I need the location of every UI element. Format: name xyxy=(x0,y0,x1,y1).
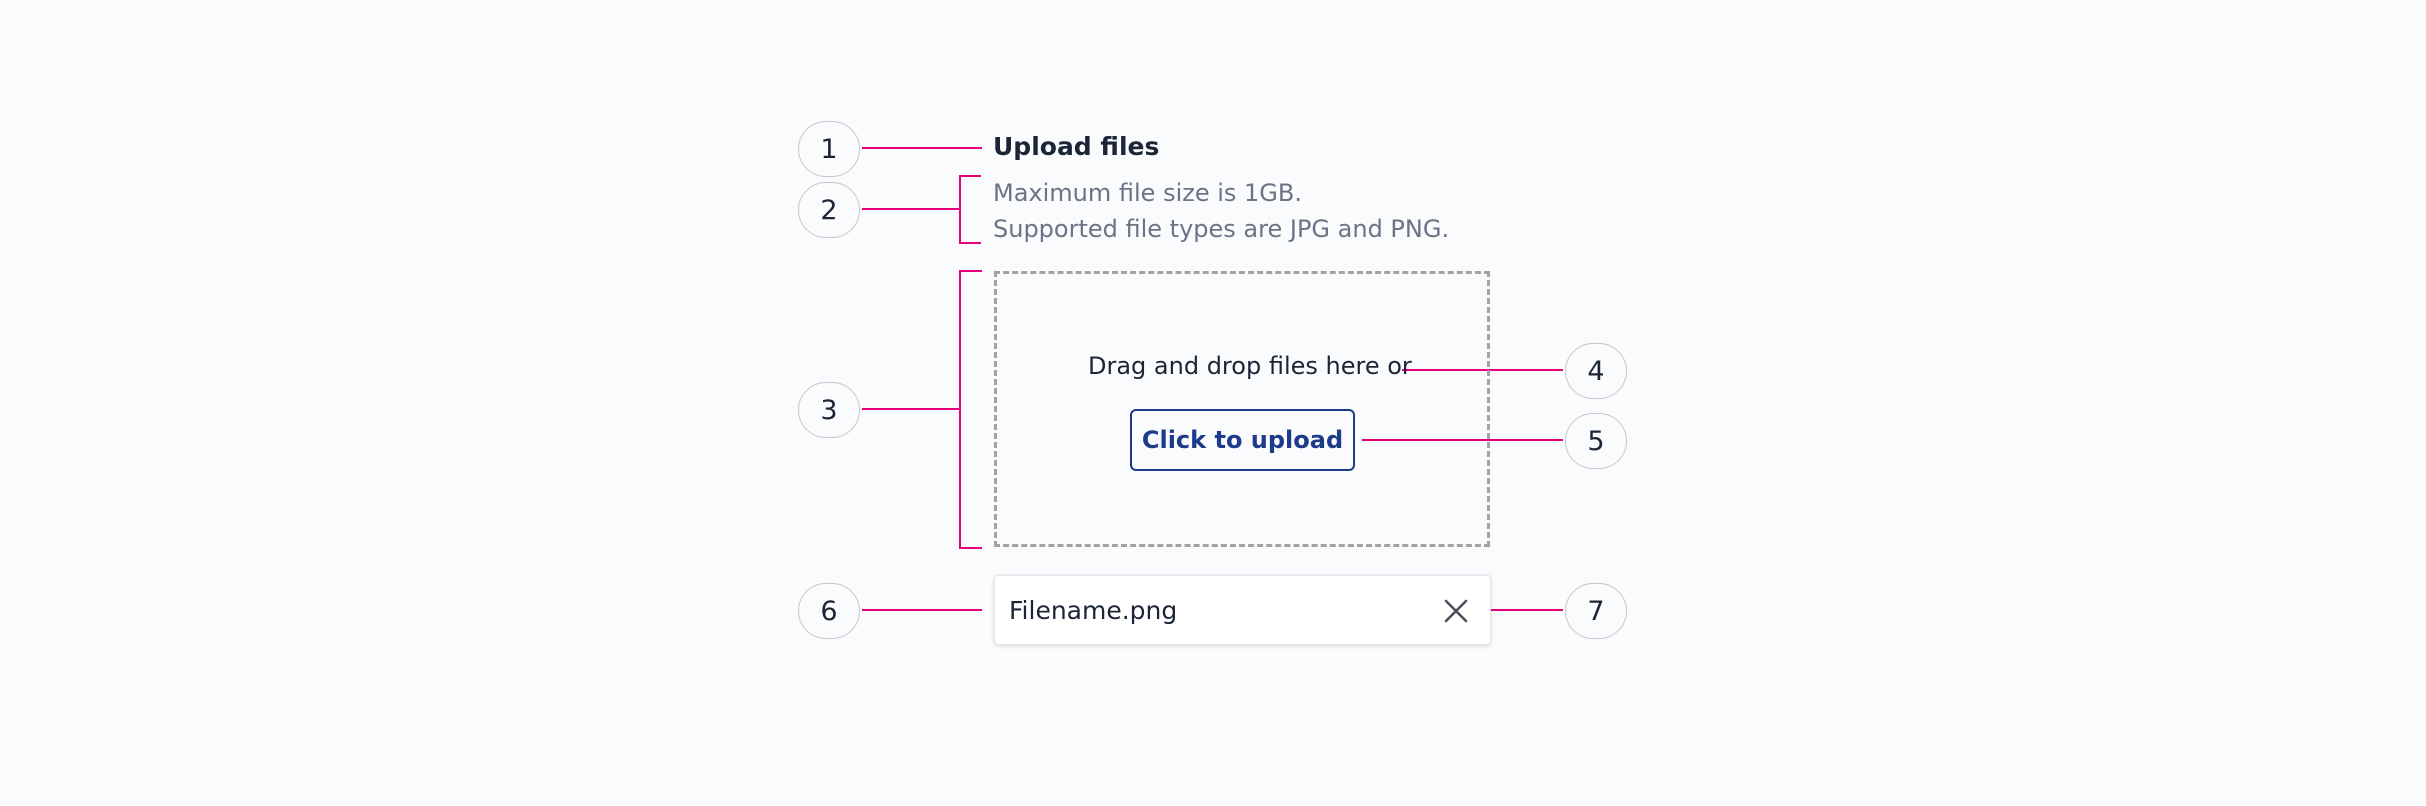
callout-badge-3: 3 xyxy=(798,382,860,438)
close-icon[interactable] xyxy=(1442,597,1470,625)
upload-hint-size: Maximum file size is 1GB. xyxy=(993,179,1302,207)
callout-bracket-2 xyxy=(959,175,981,244)
uploaded-file-item: Filename.png xyxy=(994,575,1491,645)
file-name: Filename.png xyxy=(1009,596,1178,625)
callout-badge-5: 5 xyxy=(1565,413,1627,469)
drop-zone[interactable] xyxy=(994,271,1490,547)
callout-bracket-3 xyxy=(959,270,982,549)
upload-hint-types: Supported file types are JPG and PNG. xyxy=(993,215,1450,243)
callout-badge-6: 6 xyxy=(798,583,860,639)
callout-badge-4: 4 xyxy=(1565,343,1627,399)
click-to-upload-button[interactable]: Click to upload xyxy=(1130,409,1355,471)
callout-badge-2: 2 xyxy=(798,182,860,238)
callout-badge-1: 1 xyxy=(798,121,860,177)
callout-badge-7: 7 xyxy=(1565,583,1627,639)
drag-drop-text: Drag and drop files here or xyxy=(1088,352,1412,380)
upload-title: Upload files xyxy=(993,132,1160,161)
